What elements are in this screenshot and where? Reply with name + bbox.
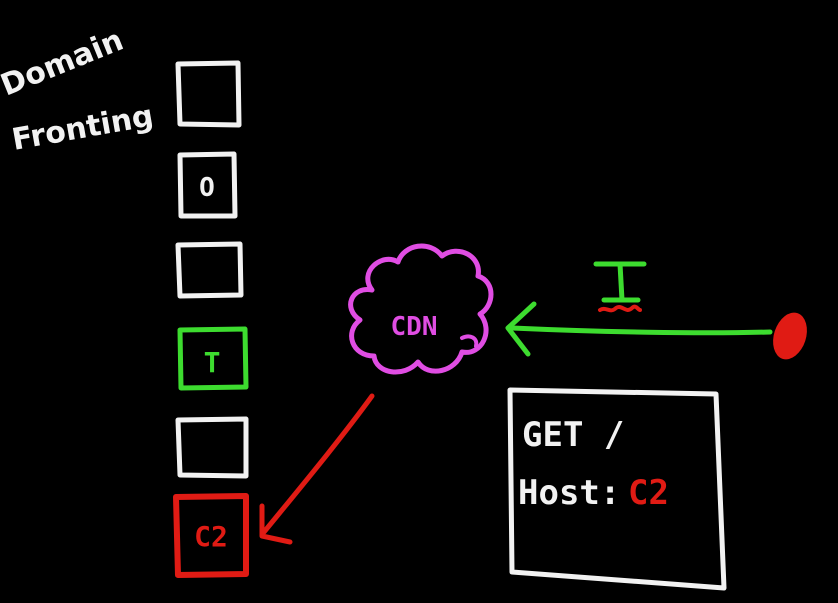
http-request-box: GET / Host: C2 bbox=[507, 387, 727, 591]
request-line-get: GET / bbox=[522, 415, 624, 455]
stack-box-3 bbox=[175, 241, 244, 299]
server-stack: O T C2 bbox=[173, 60, 249, 578]
stack-box-4-label: T bbox=[204, 346, 221, 379]
request-marker: I bbox=[593, 261, 647, 313]
client-dot bbox=[773, 312, 807, 360]
title-line-2: Fronting bbox=[9, 99, 156, 158]
cdn-cloud: CDN bbox=[348, 243, 494, 375]
request-line-host-value: C2 bbox=[628, 473, 669, 513]
cdn-label: CDN bbox=[391, 312, 438, 342]
stack-box-2-label: O bbox=[199, 173, 215, 203]
stack-box-4: T bbox=[177, 326, 249, 391]
title-line-1: Domain bbox=[0, 23, 128, 104]
cdn-to-c2-arrow bbox=[259, 393, 375, 545]
request-line-host-label: Host: bbox=[518, 473, 620, 513]
diagram-title: Domain Fronting bbox=[0, 23, 156, 158]
stack-box-1 bbox=[175, 60, 242, 128]
stack-box-6: C2 bbox=[173, 493, 249, 578]
client-to-cdn-arrow bbox=[505, 301, 773, 357]
stack-box-2: O bbox=[177, 151, 238, 219]
stack-box-6-label: C2 bbox=[194, 520, 228, 553]
stack-box-5 bbox=[175, 416, 249, 479]
